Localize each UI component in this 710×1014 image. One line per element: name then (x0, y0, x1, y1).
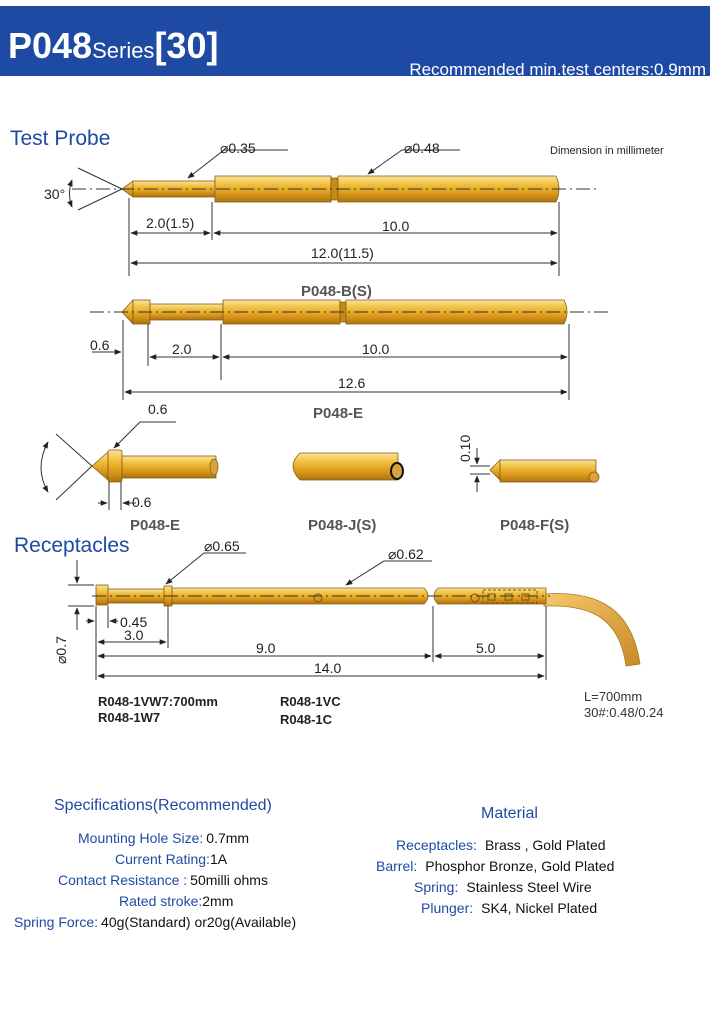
f-tip-dim: 0.10 (457, 435, 473, 462)
barrel-diameter-label: ⌀0.48 (404, 140, 440, 156)
series-title: P048Series[30] (8, 26, 218, 71)
receptacles-title: Receptacles (14, 534, 130, 557)
collar-diameter-label: ⌀0.65 (204, 538, 240, 554)
model-bs-label: P048-B(S) (301, 283, 372, 300)
part-number-2: R048-1W7 (98, 710, 160, 725)
rec-dim-a: 0.45 (120, 614, 147, 630)
material-list: Receptacles:Brass , Gold Plated Barrel:P… (376, 835, 676, 919)
e-tip-dim: 2.0 (172, 341, 192, 357)
probe-e: 0.6 2.0 10.0 12.6 P048-E (90, 298, 610, 422)
rec-dim-b: 3.0 (124, 627, 144, 643)
material-title: Material (481, 805, 538, 822)
recommended-centers: Recommended min.test centers:0.9mm (409, 60, 706, 79)
spec-row: Rated stroke:2mm (119, 893, 234, 909)
barrel-length-dim: 10.0 (382, 218, 409, 234)
part-number-1: R048-1VW7:700mm (98, 694, 218, 709)
part-number-3: R048-1VC (280, 694, 341, 709)
e-tip-diameter-dim: 0.6 (148, 401, 168, 417)
material-row: Receptacles:Brass , Gold Plated (396, 837, 606, 853)
e-total-dim: 12.6 (338, 375, 365, 391)
specifications-title: Specifications(Recommended) (54, 797, 272, 814)
rec-dim-d: 5.0 (476, 640, 496, 656)
tip-j-detail: P048-J(S) (292, 452, 404, 534)
series-word: Series (92, 38, 155, 63)
spec-row: Mounting Hole Size:0.7mm (78, 830, 250, 846)
spec-row: Spring Force:40g(Standard) or20g(Availab… (14, 914, 297, 930)
total-length-dim: 12.0(11.5) (311, 245, 374, 261)
wire-gauge-label: 30#:0.48/0.24 (584, 705, 664, 720)
header-banner: P048Series[30] Recommended min.test cent… (0, 6, 710, 79)
spec-row: Current Rating:1A (115, 851, 228, 867)
part-number-4: R048-1C (280, 712, 333, 727)
probe-bs: 30° ⌀0.35 ⌀0.48 Dimension in millimeter … (44, 140, 664, 300)
e-head-dim: 0.6 (90, 337, 110, 353)
body-diameter-label: ⌀0.62 (388, 546, 424, 562)
receptacle-drawing: ⌀0.65 ⌀0.62 ⌀0.7 0.45 3.0 9.0 5.0 (53, 538, 664, 727)
test-probe-title: Test Probe (10, 127, 111, 150)
tip-length-dim: 2.0(1.5) (146, 215, 194, 231)
model-j-label: P048-J(S) (308, 517, 376, 534)
angle-label: 30° (44, 186, 65, 202)
material-row: Spring:Stainless Steel Wire (414, 879, 592, 895)
material-row: Plunger:SK4, Nickel Plated (421, 900, 598, 916)
dimension-note: Dimension in millimeter (550, 145, 664, 157)
outer-diameter-label: ⌀0.7 (53, 636, 69, 664)
rec-dim-total: 14.0 (314, 660, 341, 676)
series-number: [30] (154, 25, 219, 66)
model-e-label: P048-E (130, 517, 180, 534)
rec-dim-c: 9.0 (256, 640, 276, 656)
tip-diameter-label: ⌀0.35 (220, 140, 256, 156)
specifications-list: Mounting Hole Size:0.7mm Current Rating:… (14, 828, 354, 933)
e-barrel-dim: 10.0 (362, 341, 389, 357)
tip-f-detail: 0.10 P048-F(S) (457, 435, 600, 534)
spec-row: Contact Resistance :50milli ohms (58, 872, 268, 888)
e-head-length-dim: 0.6 (132, 494, 152, 510)
model-number: P048 (8, 25, 93, 66)
wire-length-label: L=700mm (584, 689, 642, 704)
model-f-label: P048-F(S) (500, 517, 569, 534)
material-row: Barrel:Phosphor Bronze, Gold Plated (376, 858, 615, 874)
model-e-top-label: P048-E (313, 405, 363, 422)
tip-e-detail: 0.6 0.6 P048-E (40, 401, 219, 534)
